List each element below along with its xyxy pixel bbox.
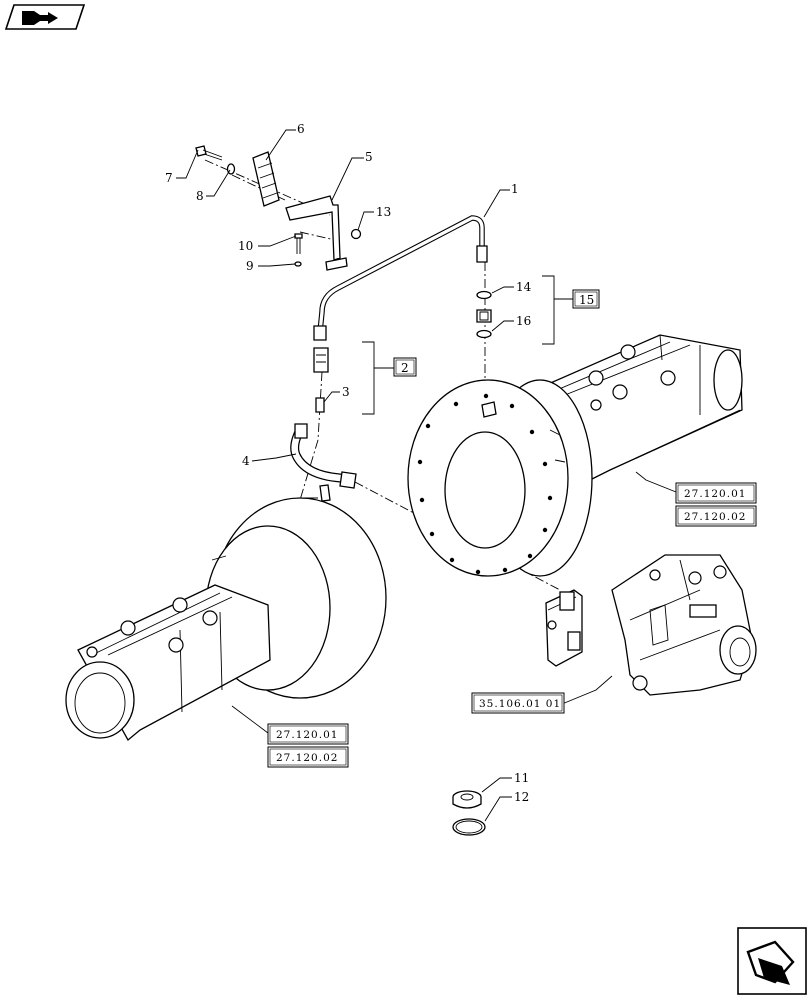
ref-pump: 35.106.01 01 — [479, 698, 561, 710]
ref-axle-right-2: 27.120.02 — [684, 511, 746, 523]
part-7-bolt — [195, 145, 223, 161]
callout-5: 5 — [365, 150, 373, 164]
part-5-bracket — [285, 195, 348, 271]
callout-12: 12 — [514, 790, 529, 804]
callout-6: 6 — [297, 122, 305, 136]
leader-lines — [176, 129, 677, 822]
callout-15: 15 — [579, 293, 594, 307]
part-11-plug — [452, 790, 482, 809]
part-12-o-ring — [452, 818, 486, 836]
part-10-bolt — [294, 233, 303, 254]
callout-13: 13 — [376, 205, 391, 219]
axle-housing-left — [65, 484, 387, 742]
ref-box-axle-left-1[interactable]: 27.120.01 — [267, 723, 349, 745]
part-3-nipple — [315, 397, 325, 413]
part-13-nut — [350, 228, 362, 240]
ref-box-axle-right-2[interactable]: 27.120.02 — [675, 505, 757, 527]
callout-2: 2 — [401, 361, 409, 375]
part-1-tube — [313, 215, 488, 341]
part-14-o-ring — [476, 290, 492, 300]
part-4-hose — [290, 423, 357, 489]
callout-box-15[interactable]: 15 — [572, 289, 600, 309]
fitting-15 — [476, 309, 492, 323]
part-6-clamp-block — [252, 151, 280, 207]
part-16-o-ring — [476, 329, 492, 339]
callouts: 1 5 6 7 8 13 10 9 14 16 3 4 11 12 — [165, 122, 532, 804]
callout-14: 14 — [516, 280, 532, 294]
ref-axle-right-1: 27.120.01 — [684, 488, 746, 500]
next-page-icon[interactable] — [737, 927, 807, 995]
ref-box-axle-right-1[interactable]: 27.120.01 — [675, 482, 757, 504]
callout-10: 10 — [238, 239, 253, 253]
ref-box-axle-left-2[interactable]: 27.120.02 — [267, 746, 349, 768]
callout-16: 16 — [516, 314, 531, 328]
callout-8: 8 — [196, 189, 204, 203]
callout-box-2[interactable]: 2 — [393, 357, 417, 377]
valve-block — [545, 589, 583, 667]
hydraulic-pump — [611, 554, 757, 696]
callout-1: 1 — [511, 182, 519, 196]
previous-page-icon[interactable] — [4, 4, 86, 30]
callout-11: 11 — [514, 771, 529, 785]
callout-7: 7 — [165, 171, 173, 185]
ref-axle-left-1: 27.120.01 — [276, 729, 338, 741]
callout-3: 3 — [342, 385, 350, 399]
part-9-washer — [294, 261, 302, 267]
callout-4: 4 — [242, 454, 250, 468]
ref-axle-left-2: 27.120.02 — [276, 752, 338, 764]
part-2-fitting — [313, 347, 329, 373]
axle-housing-right — [407, 334, 743, 577]
ref-box-pump[interactable]: 35.106.01 01 — [471, 692, 565, 714]
callout-9: 9 — [246, 259, 254, 273]
